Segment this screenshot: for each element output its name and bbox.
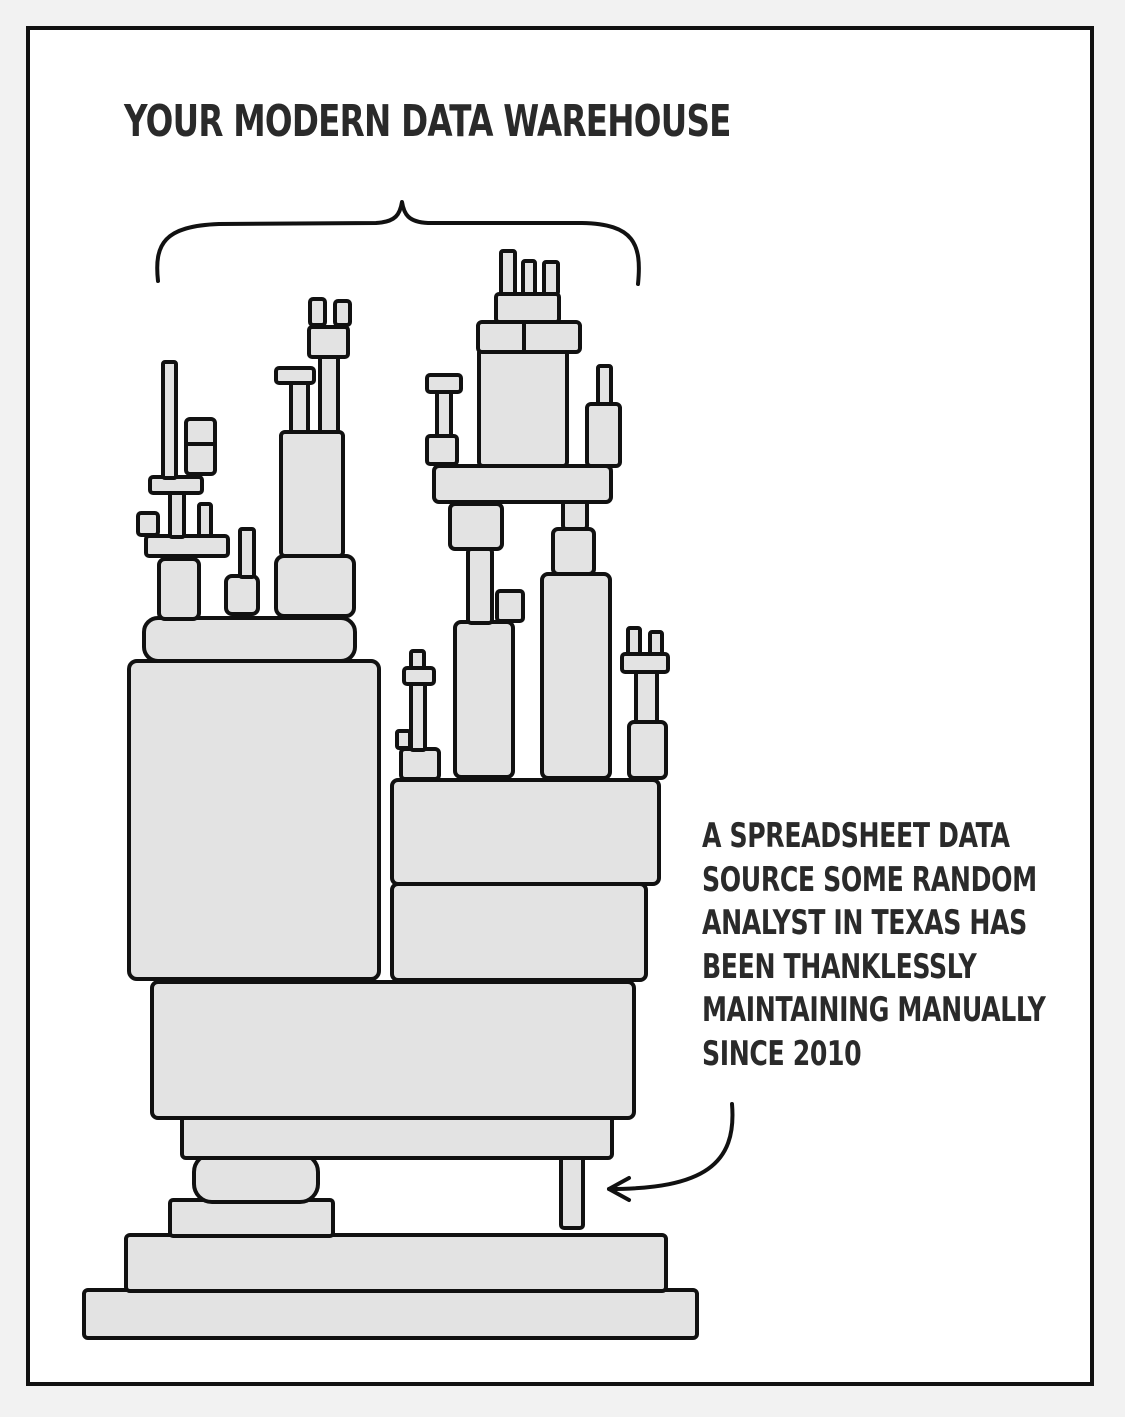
left-cap-slab	[142, 616, 357, 663]
left-spire	[161, 360, 178, 480]
right-column-b-knob	[561, 498, 589, 531]
pedestal-block	[168, 1198, 335, 1238]
upper-left-cube	[425, 434, 459, 466]
lower-deck	[180, 1114, 614, 1160]
caption-line: BEEN THANKLESSLY	[702, 946, 977, 987]
right-column-a-cube	[495, 589, 525, 623]
spreadsheet-support-pillar	[559, 1154, 585, 1230]
center-tower	[279, 430, 345, 558]
right-block-upper	[390, 778, 661, 886]
caption-line: SOURCE SOME RANDOM	[702, 859, 1037, 900]
comic-panel: YOUR MODERN DATA WAREHOUSE A SPREADSHEET…	[26, 26, 1094, 1386]
center-top-block	[307, 325, 350, 359]
right-far-knob-left	[626, 626, 642, 656]
pointer-arrow	[607, 1102, 735, 1191]
caption-line: ANALYST IN TEXAS HAS	[702, 903, 1027, 943]
right-far-base	[627, 720, 668, 780]
center-post-left	[289, 380, 310, 434]
left-small-cube	[136, 511, 160, 537]
right-small-post	[409, 682, 427, 752]
upper-right-tower	[477, 347, 569, 468]
right-column-b-cap	[551, 527, 596, 576]
left-post-b	[168, 487, 186, 539]
spreadsheet-caption: A SPREADSHEET DATA SOURCE SOME RANDOM AN…	[702, 815, 1087, 1076]
right-small-cap	[402, 666, 436, 686]
left-spire-block	[184, 417, 217, 476]
main-block	[150, 980, 636, 1120]
comic-title: YOUR MODERN DATA WAREHOUSE	[124, 96, 731, 147]
upper-crown-block	[494, 292, 561, 324]
crown-post-1	[499, 249, 517, 296]
upper-left-cap	[425, 373, 463, 394]
left-stub	[157, 557, 201, 621]
center-knob-right	[333, 299, 352, 327]
left-knob-post	[238, 527, 256, 579]
right-column-a-post	[466, 547, 494, 625]
warehouse-tower-illustration	[82, 200, 735, 1340]
right-block-lower	[390, 882, 648, 982]
curly-brace	[155, 200, 641, 286]
caption-line: A SPREADSHEET DATA	[702, 816, 1010, 856]
right-far-cap	[620, 652, 670, 674]
center-cap	[274, 366, 316, 385]
left-knob-base	[224, 574, 260, 616]
caption-line: MAINTAINING MANUALLY	[702, 990, 1046, 1030]
right-column-b	[540, 572, 612, 780]
right-column-a-cap	[448, 502, 504, 551]
upper-right-slab	[432, 464, 613, 504]
crown-post-2	[521, 259, 537, 296]
right-far-knob-right	[648, 630, 664, 656]
center-base	[274, 554, 356, 618]
foundation-block	[124, 1233, 668, 1293]
right-tiny-cube	[395, 729, 412, 750]
right-far-post	[634, 670, 659, 724]
upper-right-side-column	[585, 402, 622, 468]
base-slab	[82, 1288, 699, 1340]
upper-crown-base	[476, 320, 582, 354]
left-tower-block	[127, 659, 381, 981]
right-small-base	[399, 747, 441, 781]
right-column-a	[453, 620, 515, 779]
upper-right-side-post	[596, 364, 613, 406]
left-post-c	[197, 502, 213, 538]
caption-line: SINCE 2010	[702, 1033, 862, 1074]
left-ledge	[144, 534, 230, 558]
round-stone	[192, 1152, 320, 1204]
upper-left-post	[435, 390, 453, 438]
center-post-right	[318, 354, 340, 434]
arrow-head	[607, 1176, 631, 1202]
center-knob-left	[308, 297, 327, 327]
right-small-knob	[409, 649, 426, 670]
crown-post-3	[542, 260, 560, 296]
